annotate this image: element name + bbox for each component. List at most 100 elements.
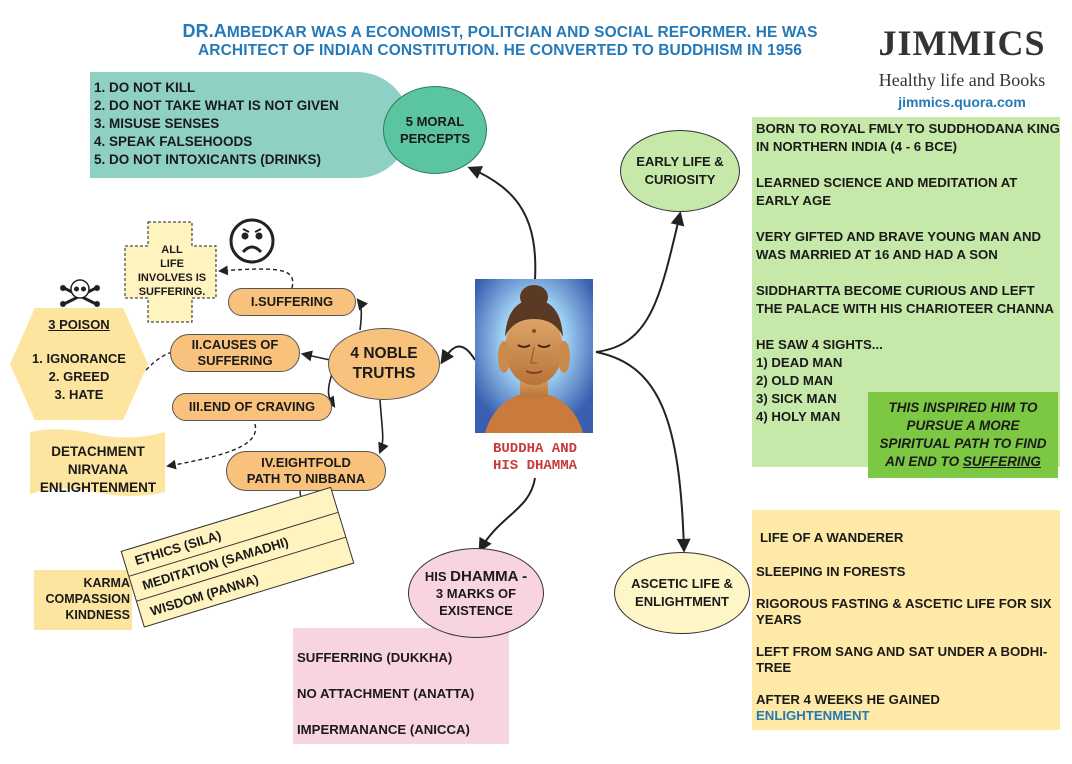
brand-logo: JIMMICS [878,23,1046,63]
ascetic-item: LIFE OF A WANDERER [760,530,904,545]
marks-list: SUFFERRING (DUKKHA) NO ATTACHMENT (ANATT… [297,650,474,738]
ascetic-title-2: ENLIGHTMENT [635,594,729,609]
ascetic-item: AFTER 4 WEEKS HE GAINED [756,692,940,707]
moral-list: 1. DO NOT KILL 2. DO NOT TAKE WHAT IS NO… [94,79,339,169]
early-p4: SIDDHARTTA BECOME CURIOUS AND LEFT THE P… [756,283,1054,316]
noble-truths-node: 4 NOBLE TRUTHS [328,328,440,400]
sad-face-icon [229,218,275,264]
truth-4-label-2: PATH TO NIBBANA [246,471,366,486]
karma-line: KARMA [83,576,130,590]
cross-shape [124,221,217,323]
early-sight: 4) HOLY MAN [756,409,841,424]
early-life-text: BORN TO ROYAL FMLY TO SUDDHODANA KING IN… [756,120,1060,426]
early-sight: 1) DEAD MAN [756,355,843,370]
karma-line: KINDNESS [65,608,130,622]
early-sight: 3) SICK MAN [756,391,837,406]
early-title-2: CURIOSITY [644,172,716,187]
truth-4-label-1: IV.EIGHTFOLD [261,455,351,470]
poison-title: 3 POISON [48,317,110,332]
karma-line: COMPASSION [45,592,131,606]
moral-item: 1. DO NOT KILL [94,80,196,95]
connector-ascetic [595,351,691,553]
poison-item: 1. IGNORANCE [32,351,126,366]
truth-3-label: III.END OF CRAVING [188,399,316,414]
poison-item: 2. GREED [48,369,110,384]
poison-item: 3. HATE [54,387,104,402]
early-sight: 2) OLD MAN [756,373,833,388]
early-p2: LEARNED SCIENCE AND MEDITATION AT EARLY … [756,175,1018,208]
truths-title-1: 4 NOBLE [350,345,418,362]
cross-line: ALL [161,244,183,256]
early-life-node: EARLY LIFE &CURIOSITY [620,130,740,212]
connector-dhamma [478,477,536,553]
karma-box [34,570,132,630]
truth-end-craving: III.END OF CRAVING [172,393,332,421]
karma-text: KARMA COMPASSION KINDNESS [34,575,131,623]
ascetic-item: SLEEPING IN FORESTS [756,564,906,579]
poison-hexagon [10,308,148,420]
moral-list-panel [90,72,410,178]
ascetic-text: LIFE OF A WANDERER SLEEPING IN FORESTS R… [756,530,1056,724]
brand-tagline: Healthy life and Books [878,70,1046,90]
moral-item: 4. SPEAK FALSEHOODS [94,134,253,149]
early-p3: VERY GIFTED AND BRAVE YOUNG MAN AND WAS … [756,229,1042,262]
early-sights-title: HE SAW 4 SIGHTS... [756,337,883,352]
dhamma-line3: EXISTENCE [439,602,513,618]
cross-line: INVOLVES IS [137,272,207,284]
moral-item: 3. MISUSE SENSES [94,116,220,131]
mark-item: SUFFERRING (DUKKHA) [297,650,453,665]
brand-site: jimmics.quora.com [898,94,1026,110]
moral-item: 5. DO NOT INTOXICANTS (DRINKS) [94,152,322,167]
connector-early [595,211,685,353]
marks-panel [293,628,509,744]
moral-node: 5 MORAL PERCEPTS [383,86,487,174]
connector-moral [467,166,537,281]
early-p1: BORN TO ROYAL FMLY TO SUDDHODANA KING IN… [756,121,1060,154]
banner-shape [30,429,165,496]
inspire-text: THIS INSPIRED HIM TO PURSUE A MORE SPIRI… [879,400,1047,469]
ascetic-title-1: ASCETIC LIFE & [631,576,733,591]
header-text: DR.AMBEDKAR WAS A ECONOMIST, POLITCIAN A… [120,22,880,60]
dhamma-prefix: HIS [424,568,451,584]
ascetic-item: RIGOROUS FASTING & ASCETIC LIFE FOR SIX … [756,596,1052,627]
connector-truths [440,345,476,365]
mark-item: IMPERMANANCE (ANICCA) [297,722,470,737]
header-line1: MBEDKAR WAS A ECONOMIST, POLITCIAN AND S… [226,24,818,41]
truths-title-2: TRUTHS [352,365,416,382]
truth-suffering: I.SUFFERING [228,288,356,316]
moral-title-1: 5 MORAL [405,114,465,129]
skull-icon [60,279,100,307]
truth-1-label: I.SUFFERING [250,294,334,309]
end-banner-text: DETACHMENT NIRVANA ENLIGHTENMENT [28,443,168,497]
poison-text: 3 POISON 1. IGNORANCE 2. GREED 3. HATE [10,316,148,404]
mark-item: NO ATTACHMENT (ANATTA) [297,686,475,701]
buddha-image [475,279,593,433]
truth-2-label-2: SUFFERING [197,353,273,368]
center-caption-2: HIS DHAMMA [492,458,577,474]
dhamma-title: DHAMMA - [450,567,528,585]
ascetic-final: ENLIGHTENMENT [756,708,870,723]
header-line1-initial: DR.A [182,21,227,41]
truth-2-label-1: II.CAUSES OF [191,337,279,352]
dhamma-line2: 3 MARKS OF [435,585,517,601]
inspire-word: SUFFERING [962,454,1041,469]
header-line2: ARCHITECT OF INDIAN CONSTITUTION. HE CON… [198,42,802,59]
center-caption-1: BUDDHA AND [492,441,577,457]
end-line: NIRVANA [67,462,129,477]
inspire-callout: THIS INSPIRED HIM TO PURSUE A MORE SPIRI… [868,392,1058,478]
moral-title-2: PERCEPTS [399,131,471,146]
ascetic-item: LEFT FROM SANG AND SAT UNDER A BODHI-TRE… [756,644,1048,675]
ascetic-node: ASCETIC LIFE & ENLIGHTMENT [614,552,750,634]
cross-line: LIFE [160,258,184,270]
dhamma-node: HIS DHAMMA - 3 MARKS OF EXISTENCE [408,548,544,638]
cross-text: ALL LIFE INVOLVES IS SUFFERING. [122,243,222,299]
end-line: ENLIGHTENMENT [39,480,157,495]
ascetic-panel [752,510,1060,730]
center-caption: BUDDHA AND HIS DHAMMA [465,441,605,475]
moral-item: 2. DO NOT TAKE WHAT IS NOT GIVEN [94,98,339,113]
cross-line: SUFFERING. [138,286,206,298]
end-line: DETACHMENT [51,444,145,459]
